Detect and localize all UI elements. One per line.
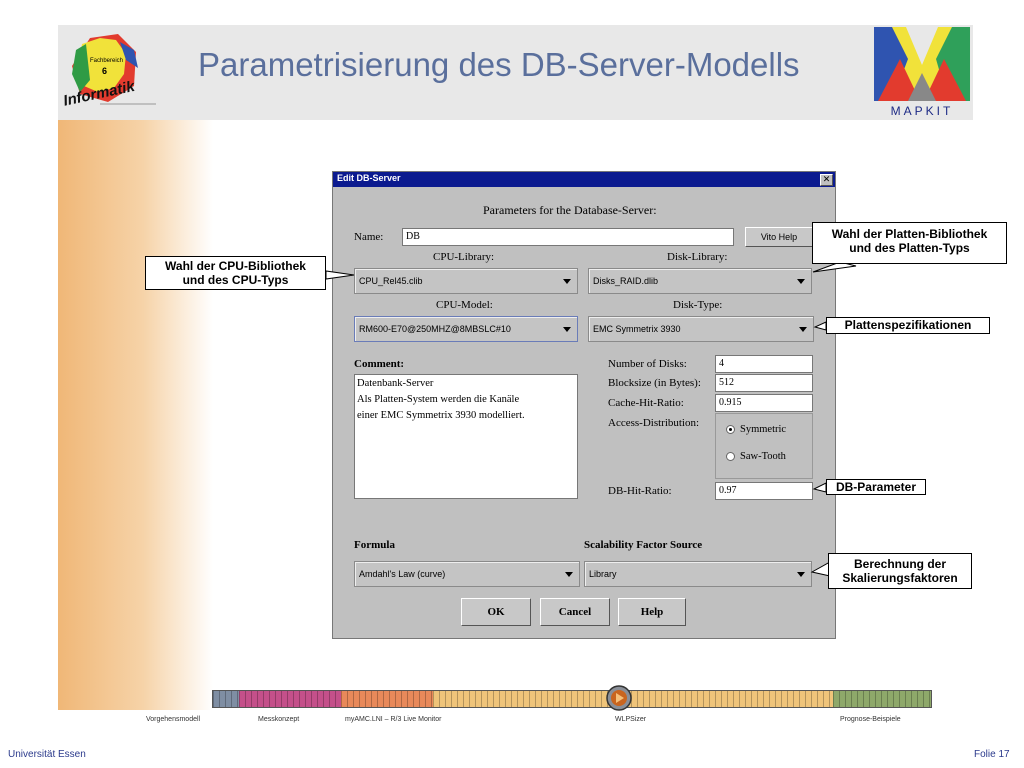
disk-type-select[interactable]: EMC Symmetrix 3930 xyxy=(588,316,814,342)
blocksize-input[interactable]: 512 xyxy=(715,374,813,392)
chevron-down-icon xyxy=(797,279,805,284)
play-marker-icon[interactable] xyxy=(605,684,633,712)
cpu-library-label: CPU-Library: xyxy=(433,251,495,263)
slide-header xyxy=(58,25,973,120)
access-distribution-group xyxy=(715,413,813,479)
logo-fachbereich-text: Fachbereich xyxy=(90,58,123,64)
comment-label: Comment: xyxy=(354,358,405,370)
radio-symmetric-label[interactable]: Symmetric xyxy=(740,424,787,435)
scalability-label: Scalability Factor Source xyxy=(584,539,703,551)
comment-line: Als Platten-System werden die Kanäle xyxy=(357,394,520,405)
footer-slide-number: Folie 17 xyxy=(974,749,1010,760)
name-label: Name: xyxy=(354,231,384,243)
cache-hit-label: Cache-Hit-Ratio: xyxy=(608,397,684,409)
name-input[interactable]: DB xyxy=(402,228,734,246)
cancel-button[interactable]: Cancel xyxy=(540,598,610,626)
formula-select[interactable]: Amdahl's Law (curve) xyxy=(354,561,580,587)
navigation-progress-bar xyxy=(212,690,932,708)
cpu-model-label: CPU-Model: xyxy=(436,299,493,311)
chevron-down-icon xyxy=(799,327,807,332)
radio-sawtooth-label[interactable]: Saw-Tooth xyxy=(740,451,786,462)
radio-symmetric[interactable] xyxy=(726,425,735,434)
ok-button[interactable]: OK xyxy=(461,598,531,626)
nav-label-messkonzept[interactable]: Messkonzept xyxy=(258,716,300,723)
dialog-titlebar[interactable] xyxy=(333,172,835,187)
left-gradient-bar xyxy=(58,120,213,710)
nav-segment-vorgehensmodell[interactable] xyxy=(213,691,239,707)
formula-label: Formula xyxy=(354,539,395,551)
access-distribution-label: Access-Distribution: xyxy=(608,417,700,429)
vito-help-button[interactable]: Vito Help xyxy=(745,227,813,247)
db-hit-input[interactable]: 0.97 xyxy=(715,482,813,500)
cpu-library-select[interactable]: CPU_Rel45.clib xyxy=(354,268,578,294)
footer-university: Universität Essen xyxy=(8,749,86,760)
chevron-down-icon xyxy=(563,279,571,284)
blocksize-label: Blocksize (in Bytes): xyxy=(608,377,701,389)
callout-platten: Plattenspezifikationen xyxy=(826,317,990,334)
informatik-logo: Fachbereich 6 Informatik xyxy=(62,34,156,106)
comment-line: einer EMC Symmetrix 3930 modelliert. xyxy=(357,410,525,421)
nav-segment-wlpsizer[interactable] xyxy=(433,691,833,707)
nav-label-prognose[interactable]: Prognose-Beispiele xyxy=(840,716,901,723)
chevron-down-icon xyxy=(565,572,573,577)
nav-segment-messkonzept[interactable] xyxy=(239,691,341,707)
comment-line: Datenbank-Server xyxy=(357,378,434,389)
nav-label-myamc[interactable]: myAMC.LNI – R/3 Live Monitor xyxy=(345,716,442,723)
close-icon: ✕ xyxy=(822,174,831,184)
close-button[interactable]: ✕ xyxy=(820,174,833,186)
nav-label-vorgehensmodell[interactable]: Vorgehensmodell xyxy=(146,716,201,723)
radio-sawtooth[interactable] xyxy=(726,452,735,461)
comment-textarea[interactable]: Datenbank-Server Als Platten-System werd… xyxy=(354,374,578,499)
nav-segment-myamc[interactable] xyxy=(341,691,433,707)
dialog-heading: Parameters for the Database-Server: xyxy=(483,203,657,217)
slide-title: Parametrisierung des DB-Server-Modells xyxy=(198,46,800,83)
chevron-down-icon xyxy=(563,327,571,332)
mapkit-logo: MAPKIT xyxy=(872,25,972,119)
disk-library-select[interactable]: Disks_RAID.dlib xyxy=(588,268,812,294)
cpu-model-select[interactable]: RM600-E70@250MHZ@8MBSLC#10 xyxy=(354,316,578,342)
num-disks-label: Number of Disks: xyxy=(608,358,687,370)
num-disks-input[interactable]: 4 xyxy=(715,355,813,373)
chevron-down-icon xyxy=(797,572,805,577)
logo-number-text: 6 xyxy=(102,66,107,76)
nav-segment-prognose[interactable] xyxy=(833,691,931,707)
dialog-title: Edit DB-Server xyxy=(337,173,401,183)
disk-type-label: Disk-Type: xyxy=(673,299,723,311)
help-button[interactable]: Help xyxy=(618,598,686,626)
cache-hit-input[interactable]: 0.915 xyxy=(715,394,813,412)
scalability-select[interactable]: Library xyxy=(584,561,812,587)
db-hit-label: DB-Hit-Ratio: xyxy=(608,485,672,497)
callout-db: DB-Parameter xyxy=(826,479,926,495)
mapkit-label: MAPKIT xyxy=(891,104,954,118)
nav-label-wlpsizer[interactable]: WLPSizer xyxy=(615,716,647,723)
disk-library-label: Disk-Library: xyxy=(667,251,728,263)
